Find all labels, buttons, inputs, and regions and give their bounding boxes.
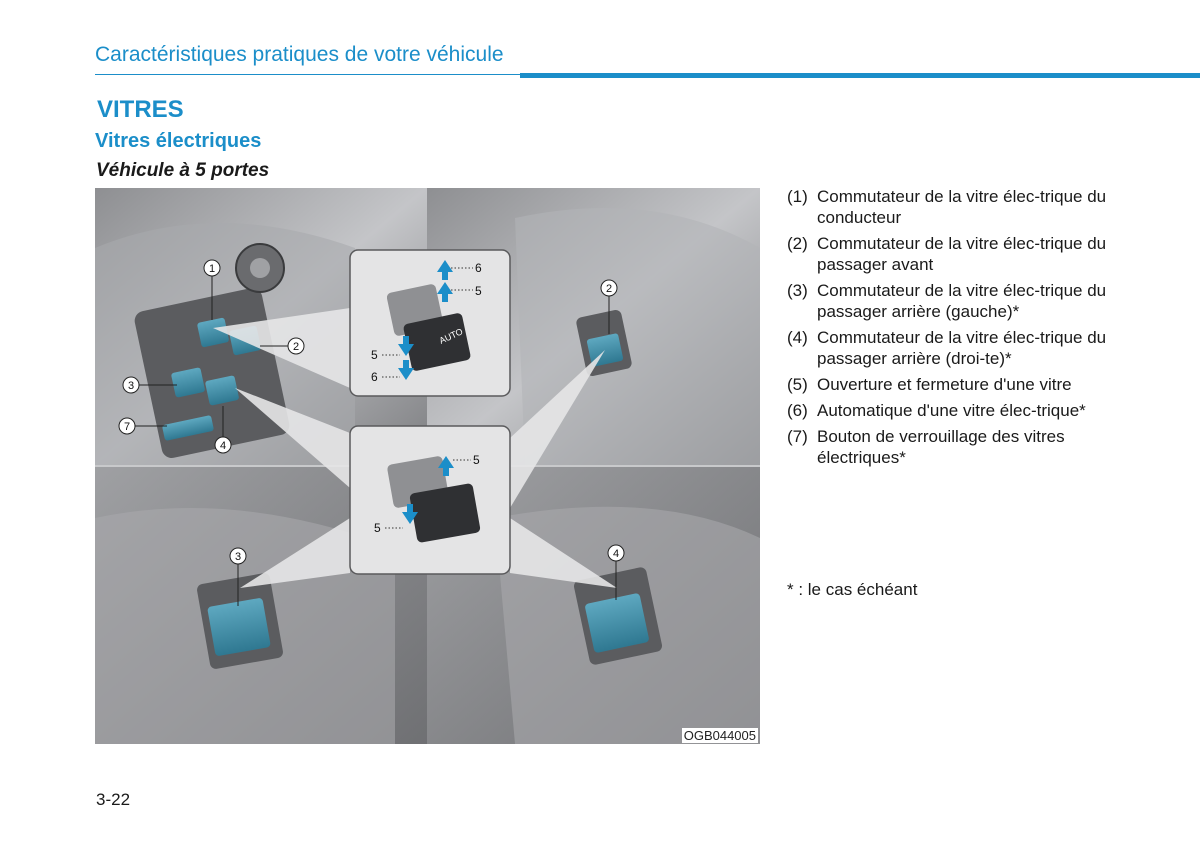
illustration-svg: AUTO 6 5 5 6 5 5 1 <box>95 188 760 744</box>
callout-5-bottom: 5 <box>371 348 378 362</box>
legend-text: Commutateur de la vitre élec-trique du c… <box>817 186 1117 228</box>
callout-2: 2 <box>288 338 304 354</box>
svg-text:4: 4 <box>613 548 619 560</box>
callout-mid-5-top: 5 <box>473 453 480 467</box>
legend-text: Commutateur de la vitre élec-trique du p… <box>817 280 1117 322</box>
legend-item: (3) Commutateur de la vitre élec-trique … <box>787 280 1117 322</box>
legend-item: (5) Ouverture et fermeture d'une vitre <box>787 374 1117 395</box>
callout-3: 3 <box>123 377 139 393</box>
legend-item: (1) Commutateur de la vitre élec-trique … <box>787 186 1117 228</box>
legend-text: Ouverture et fermeture d'une vitre <box>817 374 1117 395</box>
legend-text: Commutateur de la vitre élec-trique du p… <box>817 233 1117 275</box>
footnote: * : le cas échéant <box>787 580 917 600</box>
callout-4: 4 <box>215 437 231 453</box>
svg-text:3: 3 <box>128 380 134 392</box>
legend-item: (7) Bouton de verrouillage des vitres él… <box>787 426 1117 468</box>
legend-item: (6) Automatique d'une vitre élec-trique* <box>787 400 1117 421</box>
svg-text:2: 2 <box>606 283 612 295</box>
page-number: 3-22 <box>96 790 130 810</box>
callout-7: 7 <box>119 418 135 434</box>
section-title: VITRES <box>97 96 184 124</box>
section-subtitle: Vitres électriques <box>95 130 261 153</box>
rear-left-switch <box>207 598 271 657</box>
legend-item: (4) Commutateur de la vitre élec-trique … <box>787 327 1117 369</box>
callout-5-top: 5 <box>475 284 482 298</box>
svg-text:7: 7 <box>124 421 130 433</box>
svg-text:1: 1 <box>209 263 215 275</box>
callout-2-right: 2 <box>601 280 617 296</box>
header-rule-accent <box>520 73 1200 78</box>
legend-item: (2) Commutateur de la vitre élec-trique … <box>787 233 1117 275</box>
vehicle-variant: Véhicule à 5 portes <box>96 160 269 182</box>
callout-3-bottom: 3 <box>230 548 246 564</box>
legend-number: (4) <box>787 327 817 369</box>
callout-1: 1 <box>204 260 220 276</box>
legend-number: (5) <box>787 374 817 395</box>
legend-list: (1) Commutateur de la vitre élec-trique … <box>787 186 1117 473</box>
window-switch-illustration: AUTO 6 5 5 6 5 5 1 <box>95 188 760 744</box>
legend-text: Commutateur de la vitre élec-trique du p… <box>817 327 1117 369</box>
callout-mid-5-bottom: 5 <box>374 521 381 535</box>
legend-number: (2) <box>787 233 817 275</box>
svg-text:3: 3 <box>235 551 241 563</box>
figure-code: OGB044005 <box>682 728 758 743</box>
callout-4-bottom: 4 <box>608 545 624 561</box>
header-title: Caractéristiques pratiques de votre véhi… <box>95 43 504 67</box>
legend-number: (7) <box>787 426 817 468</box>
header-rule <box>95 74 520 75</box>
legend-number: (3) <box>787 280 817 322</box>
callout-6-bottom: 6 <box>371 370 378 384</box>
legend-text: Automatique d'une vitre élec-trique* <box>817 400 1117 421</box>
mirror-control-knob <box>250 258 270 278</box>
svg-text:2: 2 <box>293 341 299 353</box>
callout-6-top: 6 <box>475 261 482 275</box>
legend-number: (1) <box>787 186 817 228</box>
svg-text:4: 4 <box>220 440 226 452</box>
legend-number: (6) <box>787 400 817 421</box>
legend-text: Bouton de verrouillage des vitres électr… <box>817 426 1117 468</box>
